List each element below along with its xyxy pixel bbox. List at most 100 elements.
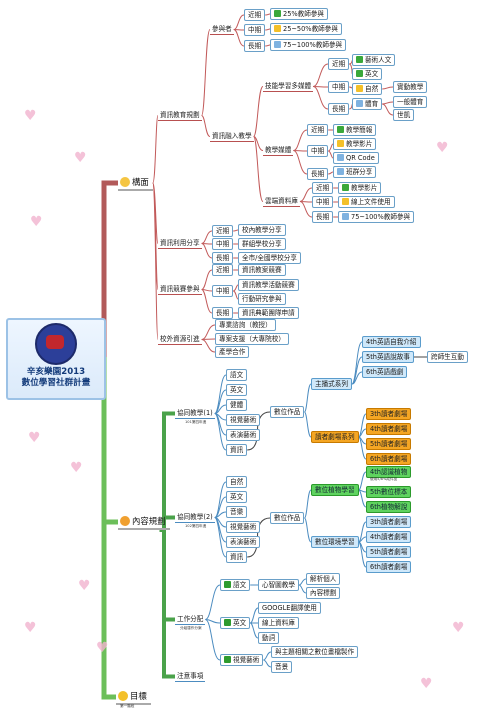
node-d1[interactable]: 25%教師參與 <box>270 8 329 20</box>
node-s8[interactable]: 數位植物學習 <box>311 484 359 496</box>
node-j1[interactable]: 近期 <box>312 182 334 194</box>
node-l1[interactable]: 近期 <box>212 225 234 237</box>
node-r4[interactable]: 視覺藝術 <box>226 414 261 426</box>
node-t3[interactable]: 視覺藝術 <box>220 654 264 666</box>
node-s16[interactable]: 6th讀者劇場 <box>366 561 412 573</box>
node-t8[interactable]: 線上資料庫 <box>258 617 299 629</box>
node-t6[interactable]: 內容標劃 <box>306 587 341 599</box>
node-s3[interactable]: 音樂 <box>226 506 248 518</box>
node-k1[interactable]: 教學影片 <box>338 182 382 194</box>
node-s14[interactable]: 4th讀者劇場 <box>366 531 412 543</box>
node-l3[interactable]: 長期 <box>212 252 234 264</box>
node-t4[interactable]: 心智圖教學 <box>258 579 299 591</box>
node-r13[interactable]: 跨師生互動 <box>427 351 468 363</box>
node-t11[interactable]: 音景 <box>271 661 293 673</box>
node-i4[interactable]: 班群分享 <box>333 166 377 178</box>
node-r12[interactable]: 6th英語戲劇 <box>362 366 408 378</box>
node-r16[interactable]: 5th讀者劇場 <box>366 438 412 450</box>
node-i3[interactable]: QR Code <box>333 152 379 164</box>
node-r11[interactable]: 5th英語說故事 <box>362 351 414 363</box>
node-r3[interactable]: 健體 <box>226 399 248 411</box>
node-a4[interactable]: 校外資源引進 <box>158 334 202 345</box>
node-h3[interactable]: 長期 <box>307 168 329 180</box>
node-s9[interactable]: 數位環境學習 <box>311 536 359 548</box>
node-s7[interactable]: 數位作品 <box>270 512 305 524</box>
node-r8[interactable]: 主播式系列 <box>311 378 352 390</box>
node-g4[interactable]: 體育 <box>352 98 383 110</box>
node-c3[interactable]: 長期 <box>244 40 266 52</box>
node-s6[interactable]: 資訊 <box>226 551 248 563</box>
node-o7[interactable]: 資訊典範團隊申請 <box>238 307 299 319</box>
node-r7[interactable]: 數位作品 <box>270 406 305 418</box>
node-g3[interactable]: 自然 <box>352 83 383 95</box>
node-c1[interactable]: 近期 <box>244 9 266 21</box>
node-j2[interactable]: 中期 <box>312 196 334 208</box>
node-s10[interactable]: 4th認識植物 <box>366 466 412 478</box>
node-l5[interactable]: 群組學校分享 <box>238 238 286 250</box>
node-e1[interactable]: 技能學習多媒體 <box>263 81 314 92</box>
node-p3[interactable]: 產學合作 <box>215 346 250 358</box>
node-s5[interactable]: 表演藝術 <box>226 536 261 548</box>
node-h1[interactable]: 近期 <box>307 124 329 136</box>
node-r6[interactable]: 資訊 <box>226 444 248 456</box>
node-o3[interactable]: 長期 <box>212 307 234 319</box>
node-o4[interactable]: 資訊教案競賽 <box>238 264 286 276</box>
node-r9[interactable]: 讀者劇場系列 <box>311 431 359 443</box>
node-g1[interactable]: 藝術人文 <box>352 54 396 66</box>
node-o6[interactable]: 行動研究參與 <box>238 293 286 305</box>
node-k3[interactable]: 75~100%教師參與 <box>338 211 415 223</box>
node-g7[interactable]: 世凱 <box>393 109 415 121</box>
node-s1[interactable]: 自然 <box>226 476 248 488</box>
node-o5[interactable]: 資訊教學活動競賽 <box>238 279 299 291</box>
node-t5[interactable]: 解析個人 <box>306 573 341 585</box>
node-s15[interactable]: 5th讀者劇場 <box>366 546 412 558</box>
node-g2[interactable]: 英文 <box>352 68 383 80</box>
node-f2[interactable]: 中期 <box>328 81 350 93</box>
node-h2[interactable]: 中期 <box>307 145 329 157</box>
node-q2[interactable]: 協同教學(2) <box>175 512 215 523</box>
node-s2[interactable]: 英文 <box>226 491 248 503</box>
node-r1[interactable]: 語文 <box>226 369 248 381</box>
node-r15[interactable]: 4th讀者劇場 <box>366 423 412 435</box>
node-t10[interactable]: 與主題相關之數位畫檔製作 <box>271 646 359 658</box>
node-j3[interactable]: 長期 <box>312 211 334 223</box>
root-topic[interactable]: 辛亥樂園2013 數位學習社群計畫 <box>6 318 106 400</box>
node-i1[interactable]: 教學簡報 <box>333 124 377 136</box>
node-r2[interactable]: 英文 <box>226 384 248 396</box>
node-l6[interactable]: 全市/全國學校分享 <box>238 252 301 264</box>
node-s4[interactable]: 視覺藝術 <box>226 521 261 533</box>
node-e3[interactable]: 雲端資料庫 <box>263 196 300 207</box>
node-p1[interactable]: 專業諮詢（教授） <box>215 319 276 331</box>
node-o2[interactable]: 中期 <box>212 285 234 297</box>
node-r14[interactable]: 3th讀者劇場 <box>366 408 412 420</box>
node-m3[interactable]: 目標 <box>116 689 151 705</box>
node-r17[interactable]: 6th讀者劇場 <box>366 453 412 465</box>
node-g6[interactable]: 一般體育 <box>393 96 428 108</box>
node-b2[interactable]: 資訊融入教學 <box>210 131 254 142</box>
node-l2[interactable]: 中期 <box>212 238 234 250</box>
node-d3[interactable]: 75~100%教師參與 <box>270 39 347 51</box>
node-i2[interactable]: 教學影片 <box>333 138 377 150</box>
node-f3[interactable]: 長期 <box>328 103 350 115</box>
node-q3[interactable]: 工作分配 <box>175 614 206 625</box>
node-g5[interactable]: 實動教學 <box>393 81 428 93</box>
node-s11[interactable]: 5th數位標本 <box>366 486 412 498</box>
node-a2[interactable]: 資訊利用分享 <box>158 238 202 249</box>
node-b1[interactable]: 參與者 <box>210 24 234 35</box>
node-s12[interactable]: 6th植物解說 <box>366 501 412 513</box>
node-t9[interactable]: 動詞 <box>258 632 280 644</box>
node-m2[interactable]: 內容規劃 <box>118 514 170 530</box>
node-a3[interactable]: 資訊競賽參與 <box>158 284 202 295</box>
node-o1[interactable]: 近期 <box>212 264 234 276</box>
node-f1[interactable]: 近期 <box>328 58 350 70</box>
node-p2[interactable]: 專案支援（大專院校） <box>215 333 289 345</box>
node-l4[interactable]: 校內教學分享 <box>238 224 286 236</box>
node-e2[interactable]: 教學媒體 <box>263 145 294 156</box>
node-t2[interactable]: 英文 <box>220 617 251 629</box>
node-q1[interactable]: 協同教學(1) <box>175 408 215 419</box>
node-q4[interactable]: 注意事項 <box>175 671 206 682</box>
node-a1[interactable]: 資訊教育規劃 <box>158 110 202 121</box>
node-k2[interactable]: 線上文件使用 <box>338 196 395 208</box>
node-c2[interactable]: 中期 <box>244 24 266 36</box>
node-m1[interactable]: 構面 <box>118 175 153 191</box>
